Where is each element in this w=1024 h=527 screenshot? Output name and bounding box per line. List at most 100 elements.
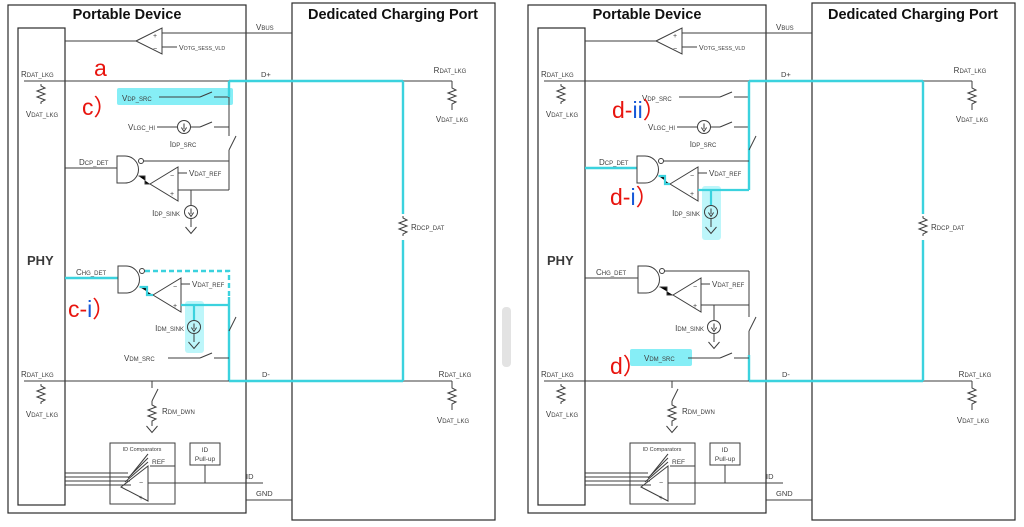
comparator-icon: [149, 166, 179, 202]
vdat-ref-label: VDAT_REF: [189, 169, 222, 178]
vlgc-hi-label: VLGC_HI: [648, 123, 675, 132]
vdp-src-label: VDP_SRC: [122, 94, 152, 103]
portable-device-title: Portable Device: [593, 7, 702, 23]
dplus-label: D+: [261, 70, 271, 79]
switch-blade-icon: [228, 135, 237, 151]
connector-pin-block: [537, 27, 586, 506]
vdat-lkg-label: VDAT_LKG: [956, 115, 989, 124]
idm-sink-label: IDM_SINK: [155, 324, 184, 333]
id-pullup-label-line2: Pull-up: [195, 456, 216, 463]
vdat-lkg-label: VDAT_LKG: [26, 110, 59, 119]
switch-blade-icon: [199, 352, 213, 359]
charging-port-title: Dedicated Charging Port: [308, 7, 478, 23]
charging-port-box: Dedicated Charging Port: [811, 2, 1016, 521]
id-net: ID: [148, 472, 263, 484]
comparator-minus-mark: −: [153, 46, 157, 53]
phy-label: PHY: [27, 253, 54, 268]
dplus-detection-chain: [747, 81, 757, 190]
idm-sink-current-source: IDM_SINK: [675, 305, 721, 349]
dminus-leakage-device: RDAT_LKG VDAT_LKG: [21, 370, 58, 419]
vbus-label: VBUS: [776, 23, 794, 32]
dcp-comparator: − + VDAT_REF: [658, 166, 749, 202]
ground-icon: [185, 226, 197, 234]
id-comparators-block: ID Comparators REF − +: [65, 442, 176, 505]
chg-det-and-gate: CHG_DET: [585, 265, 665, 294]
vdat-lkg-label: VDAT_LKG: [26, 410, 59, 419]
annotation-d: d）: [610, 353, 646, 379]
phy-label: PHY: [547, 253, 574, 268]
comparator-minus-mark: −: [659, 480, 663, 487]
comparator-minus-mark: −: [693, 284, 697, 291]
and-gate-icon: [637, 265, 660, 294]
connector-pin-block: [17, 27, 66, 506]
comparator-plus-mark: +: [690, 191, 694, 198]
comparator-icon: [672, 277, 702, 313]
left-circuit-diagram: Portable Device Dedicated Charging Port …: [7, 2, 496, 521]
id-pullup-label-line1: ID: [202, 447, 209, 454]
switch-blade-icon: [199, 91, 213, 98]
vdm-src-label: VDM_SRC: [124, 354, 155, 363]
ground-icon: [146, 425, 158, 433]
idp-src-label: IDP_SRC: [170, 140, 197, 149]
rdat-lkg-label: RDAT_LKG: [439, 370, 472, 379]
votg-sess-vld-label: VOTG_SESS_VLD: [699, 45, 745, 52]
idm-sink-label: IDM_SINK: [675, 324, 704, 333]
switch-blade-icon: [748, 316, 757, 332]
chg-det-label: CHG_DET: [596, 268, 626, 277]
dminus-label: D-: [782, 370, 790, 379]
comparator-plus-mark: +: [659, 495, 663, 502]
comparator-minus-mark: −: [673, 46, 677, 53]
comparator-plus-mark: +: [693, 303, 697, 310]
dplus-detection-chain: [227, 81, 237, 190]
phy-comparator: − + VDAT_REF: [139, 277, 229, 313]
vdat-ref-label: VDAT_REF: [192, 280, 225, 289]
idp-sink-label: IDP_SINK: [152, 209, 180, 218]
id-bus-wires: [65, 472, 131, 486]
current-sink-icon: [184, 205, 198, 219]
vdat-lkg-label: VDAT_LKG: [436, 115, 469, 124]
annotation-d-ii: d-ii）: [612, 97, 666, 123]
dminus-net: D-: [24, 370, 452, 383]
dminus-leakage-device: RDAT_LKG VDAT_LKG: [541, 370, 578, 419]
comparator-plus-mark: +: [170, 191, 174, 198]
and-gate-icon: [636, 155, 659, 184]
dminus-detection-chain: [145, 269, 237, 381]
switch-blade-icon: [151, 388, 159, 402]
idp-sink-current-source: IDP_SINK: [152, 190, 198, 234]
id-comparators-title: ID Comparators: [643, 447, 682, 453]
inverter-bubble-icon: [659, 268, 665, 274]
dplus-net: D+: [24, 70, 452, 83]
switch-blade-icon: [748, 135, 757, 151]
dplus-leakage-device: RDAT_LKG VDAT_LKG: [21, 70, 58, 119]
switch-blade-icon: [671, 388, 679, 402]
ref-label: REF: [672, 459, 685, 466]
switch-blade-icon: [719, 91, 733, 98]
vdat-lkg-label: VDAT_LKG: [437, 416, 470, 425]
pane-divider: [502, 307, 511, 367]
vdp-src-switch-row: VDP_SRC: [642, 91, 749, 103]
vdat-lkg-label: VDAT_LKG: [546, 410, 579, 419]
vbus-net: VBUS: [682, 23, 812, 34]
comparator-minus-mark: −: [690, 173, 694, 180]
idm-sink-current-source: IDM_SINK: [155, 305, 201, 349]
gnd-net: GND: [246, 489, 292, 501]
id-pullup-block: ID Pull-up: [709, 442, 741, 483]
inverter-bubble-icon: [658, 158, 664, 164]
vlgc-hi-current-source-row: VLGC_HI IDP_SRC: [648, 120, 749, 149]
rdat-lkg-label: RDAT_LKG: [21, 70, 54, 79]
idp-sink-current-source: IDP_SINK: [672, 190, 718, 234]
inverter-bubble-icon: [138, 158, 144, 164]
charging-port-title: Dedicated Charging Port: [828, 7, 998, 23]
comparator-icon: [669, 166, 699, 202]
id-label: ID: [246, 472, 254, 481]
and-gate-icon: [116, 155, 139, 184]
comparator-minus-mark: −: [139, 480, 143, 487]
vdp-src-label: VDP_SRC: [642, 94, 672, 103]
dplus-leakage-device: RDAT_LKG VDAT_LKG: [541, 70, 578, 119]
rdat-lkg-label: RDAT_LKG: [959, 370, 992, 379]
rdm-dwn-branch: RDM_DWN: [666, 381, 715, 433]
comparator-icon: [152, 277, 182, 313]
switch-blade-icon: [199, 121, 213, 128]
id-pullup-label-line1: ID: [722, 447, 729, 454]
